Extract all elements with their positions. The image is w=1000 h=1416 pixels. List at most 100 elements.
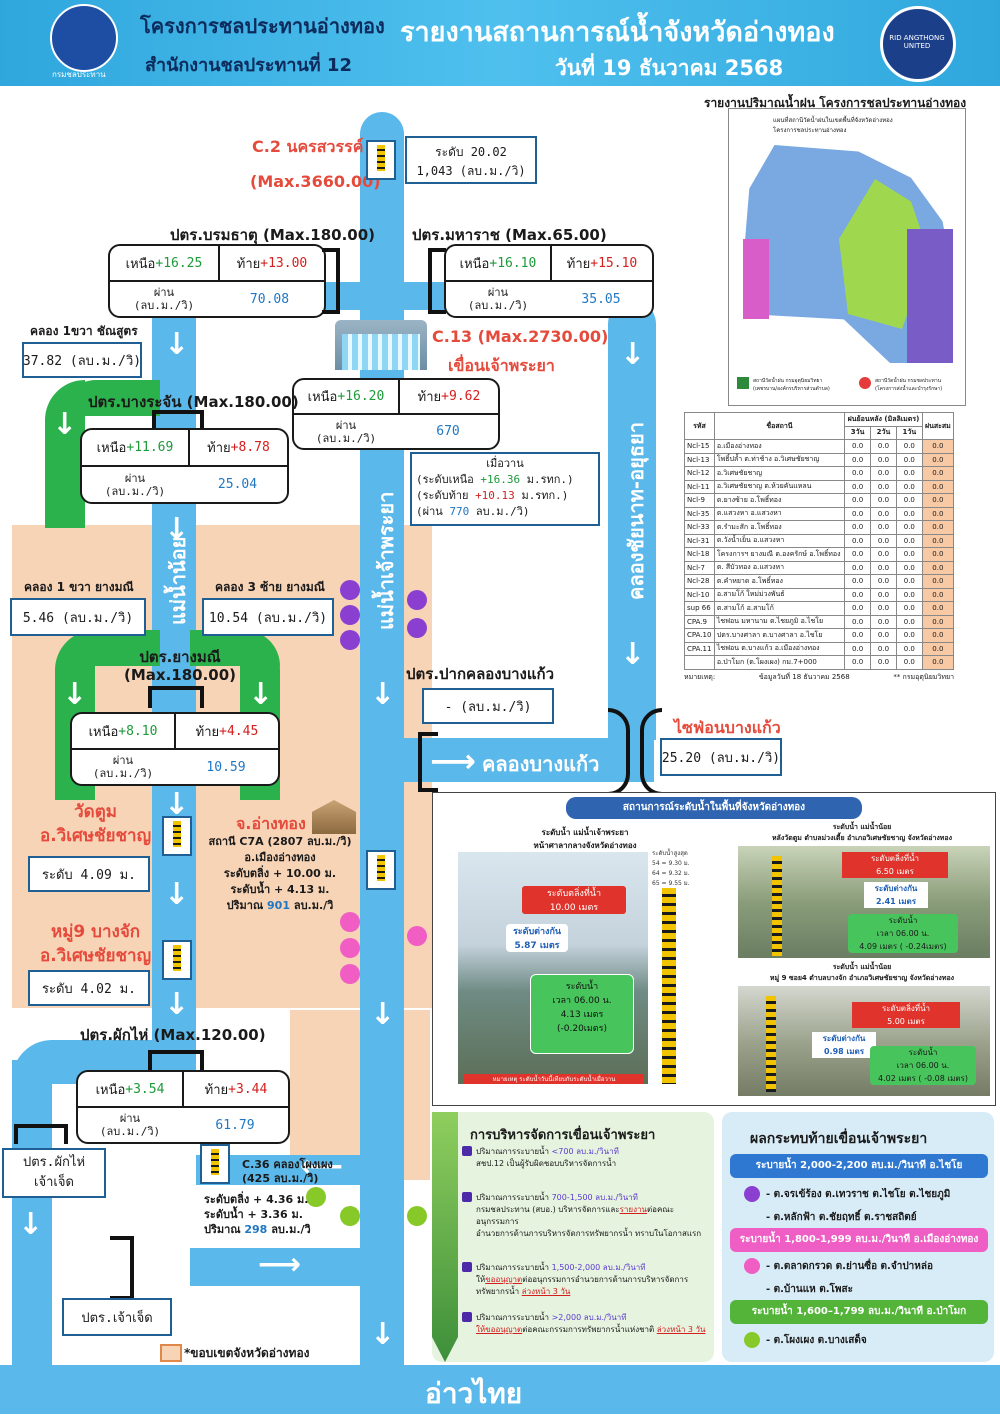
arrow-down-icon: ↓ — [62, 677, 88, 712]
phakhai-title: ปตร.ผักไห่ (Max.120.00) — [80, 1026, 266, 1044]
cell-name: ต.แสวงหา อ.แสวงหา — [713, 506, 846, 521]
pass-value: 10.59 — [206, 759, 246, 775]
arrow-right-icon: ⟶ — [258, 1247, 302, 1282]
header-bar — [0, 0, 1000, 86]
map-zone-pink — [743, 239, 769, 319]
maharat-box: เหนือ+16.10 ท้าย+15.10 ผ่าน (ลบ.ม./วิ) 3… — [444, 244, 654, 318]
lower-label: ท้าย — [566, 256, 591, 272]
impact-dot-purple — [407, 590, 427, 610]
lower-label: ท้าย — [195, 724, 220, 740]
impact-dot-pink — [340, 964, 360, 984]
lower-value: +15.10 — [590, 255, 638, 271]
cell-value: 0.0 — [870, 574, 897, 589]
chansut-canal-top — [60, 380, 160, 416]
yesterday-title: เมื่อวาน — [486, 457, 524, 470]
unit: ม.รทก.) — [521, 489, 569, 502]
cell-value: 0.0 — [844, 614, 872, 629]
bangrachan-box: เหนือ+11.69 ท้าย+8.78 ผ่าน (ลบ.ม./วิ) 25… — [80, 428, 289, 504]
cell-value: 0.0 — [895, 547, 923, 562]
arrow-left-icon: ⟵ — [300, 1149, 344, 1184]
col-name: ชื่อสถานี — [713, 412, 846, 440]
cell-code: Ncl-31 — [684, 533, 715, 548]
cell-name: อ.สามโก้ ใหม่ม่วงพันธ์ — [713, 587, 846, 602]
moo9-title: หมู่9 บางจัก อ.วิเศษชัยชาญ — [40, 922, 152, 966]
chaochet-label: ปตร.เจ้าเจ็ด — [62, 1298, 172, 1336]
cell-acc: 0.0 — [921, 452, 955, 467]
borommathat-box: เหนือ+16.25 ท้าย+13.00 ผ่าน (ลบ.ม./วิ) 7… — [108, 244, 326, 318]
water-gauge-icon — [366, 850, 396, 890]
cell-code: Ncl-9 — [684, 493, 715, 508]
arrow-down-icon: ↓ — [164, 987, 190, 1022]
pak-bangkaeo-value: - (ลบ.ม./วิ) — [422, 688, 554, 724]
cell-value: 0.0 — [844, 628, 872, 643]
label: ปริมาณ — [204, 1223, 241, 1236]
borommathat-title: ปตร.บรมธาตุ (Max.180.00) — [170, 226, 376, 244]
arrow-down-icon: ↓ — [164, 327, 190, 362]
cell-acc: 0.0 — [921, 655, 955, 670]
cell-value: 0.0 — [870, 614, 897, 629]
impact-dot-pink — [340, 938, 360, 958]
rule-4: ปริมาณการระบายน้ำ >2,000 ลบ.ม./วินาทีให้… — [462, 1312, 710, 1336]
arrow-down-icon: ↓ — [370, 677, 396, 712]
impact-band1: ระบายน้ำ 2,000-2,200 ลบ.ม./วินาที อ.ไชโย — [730, 1154, 988, 1178]
cell-value: 0.0 — [870, 560, 897, 575]
impact-dot-lime — [407, 1206, 427, 1226]
yangmani-left-top — [70, 630, 160, 666]
management-panel — [432, 1112, 714, 1362]
cell-acc: 0.0 — [921, 439, 955, 454]
boundary-swatch — [160, 1344, 182, 1362]
impact-title: ผลกระทบท้ายเขื่อนเจ้าพระยา — [750, 1131, 928, 1147]
rain-note-mid: ข้อมูลวันที่ 18 ธันวาคม 2568 — [758, 672, 850, 681]
bullet-icon — [462, 1312, 472, 1322]
body: ต่อคณะกรรมการทรัพยากรน้ำแห่งชาติ — [522, 1325, 657, 1334]
rain-note-right: ** กรมอุตุนิยมวิทยา — [893, 672, 954, 681]
head: ปริมาณการระบายน้ำ — [476, 1147, 550, 1156]
bangkaeo-label: คลองบางแก้ว — [482, 752, 600, 776]
cell-value: 0.0 — [870, 601, 897, 616]
cell-code: Ncl-15 — [684, 439, 715, 454]
cell-name: อ.เมืองอ่างทอง — [713, 439, 846, 454]
c13-box: เหนือ+16.20 ท้าย+9.62 ผ่าน (ลบ.ม./วิ) 67… — [292, 378, 500, 450]
bullet-icon — [462, 1262, 472, 1272]
upper-label: เหนือ — [95, 1082, 126, 1098]
range: 700-1,500 ลบ.ม./วินาที — [551, 1193, 638, 1202]
lower-value: +13.00 — [260, 255, 308, 271]
upper-value: +8.10 — [118, 723, 158, 739]
water-gauge-icon — [162, 940, 192, 980]
cell-code: Ncl-18 — [684, 547, 715, 562]
siphon-bracket-left — [608, 708, 630, 796]
pak-bangkaeo-title: ปตร.ปากคลองบางแก้ว — [406, 665, 555, 683]
cell-value: 0.0 — [870, 506, 897, 521]
line: ระดับน้ำ + 3.36 ม. — [204, 1208, 303, 1221]
gate-bracket — [418, 732, 438, 792]
maharat-title: ปตร.มหาราช (Max.65.00) — [412, 226, 607, 244]
unit: ลบ.ม./วิ — [271, 1223, 311, 1236]
arrow-down-icon: ↓ — [370, 997, 396, 1032]
line: ระดับตลิ่ง + 10.00 ม. — [223, 867, 337, 880]
cell-code: sup 66 — [684, 601, 715, 616]
cell-acc: 0.0 — [921, 547, 955, 562]
cell-value: 0.0 — [870, 520, 897, 535]
left-bank: ระดับตลิ่งที่น้ำ 10.00 เมตร — [522, 886, 626, 914]
cell-value: 0.0 — [895, 479, 923, 494]
khlong3-value: 10.54 (ลบ.ม./วิ) — [202, 598, 334, 636]
phakhai-box: เหนือ+3.54 ท้าย+3.44 ผ่าน (ลบ.ม./วิ) 61.… — [76, 1070, 290, 1144]
arrow-down-icon: ↓ — [52, 407, 78, 442]
r2-diff: ระดับต่างกัน 0.98 เมตร — [812, 1032, 876, 1058]
boundary-legend: *ขอบเขตจังหวัดอ่างทอง — [184, 1346, 310, 1360]
arrow-down-icon: ↓ — [164, 787, 190, 822]
khlong3-label: คลอง 3 ซ้าย ยางมณี — [215, 580, 325, 594]
lower-label: ท้าย — [204, 1082, 229, 1098]
body-red: รายงาน — [619, 1205, 647, 1214]
cell-name: ต.วังน้ำเย็น อ.แสวงหา — [713, 533, 846, 548]
left-diff: ระดับต่างกัน 5.87 เมตร — [506, 924, 568, 952]
chainat-ayutthaya-canal — [608, 300, 656, 740]
khlong1-label: คลอง 1 ขวา ยางมณี — [24, 580, 134, 594]
cell-name: โครงการฯ ยางมณี ต.องครักษ์ อ.โพธิ์ทอง — [713, 547, 846, 562]
pass-value: 670 — [436, 424, 460, 439]
cell-acc: 0.0 — [921, 533, 955, 548]
map-title: แผนที่สถานีวัดน้ำฝนในเขตพื้นที่จังหวัดอ่… — [773, 117, 893, 134]
